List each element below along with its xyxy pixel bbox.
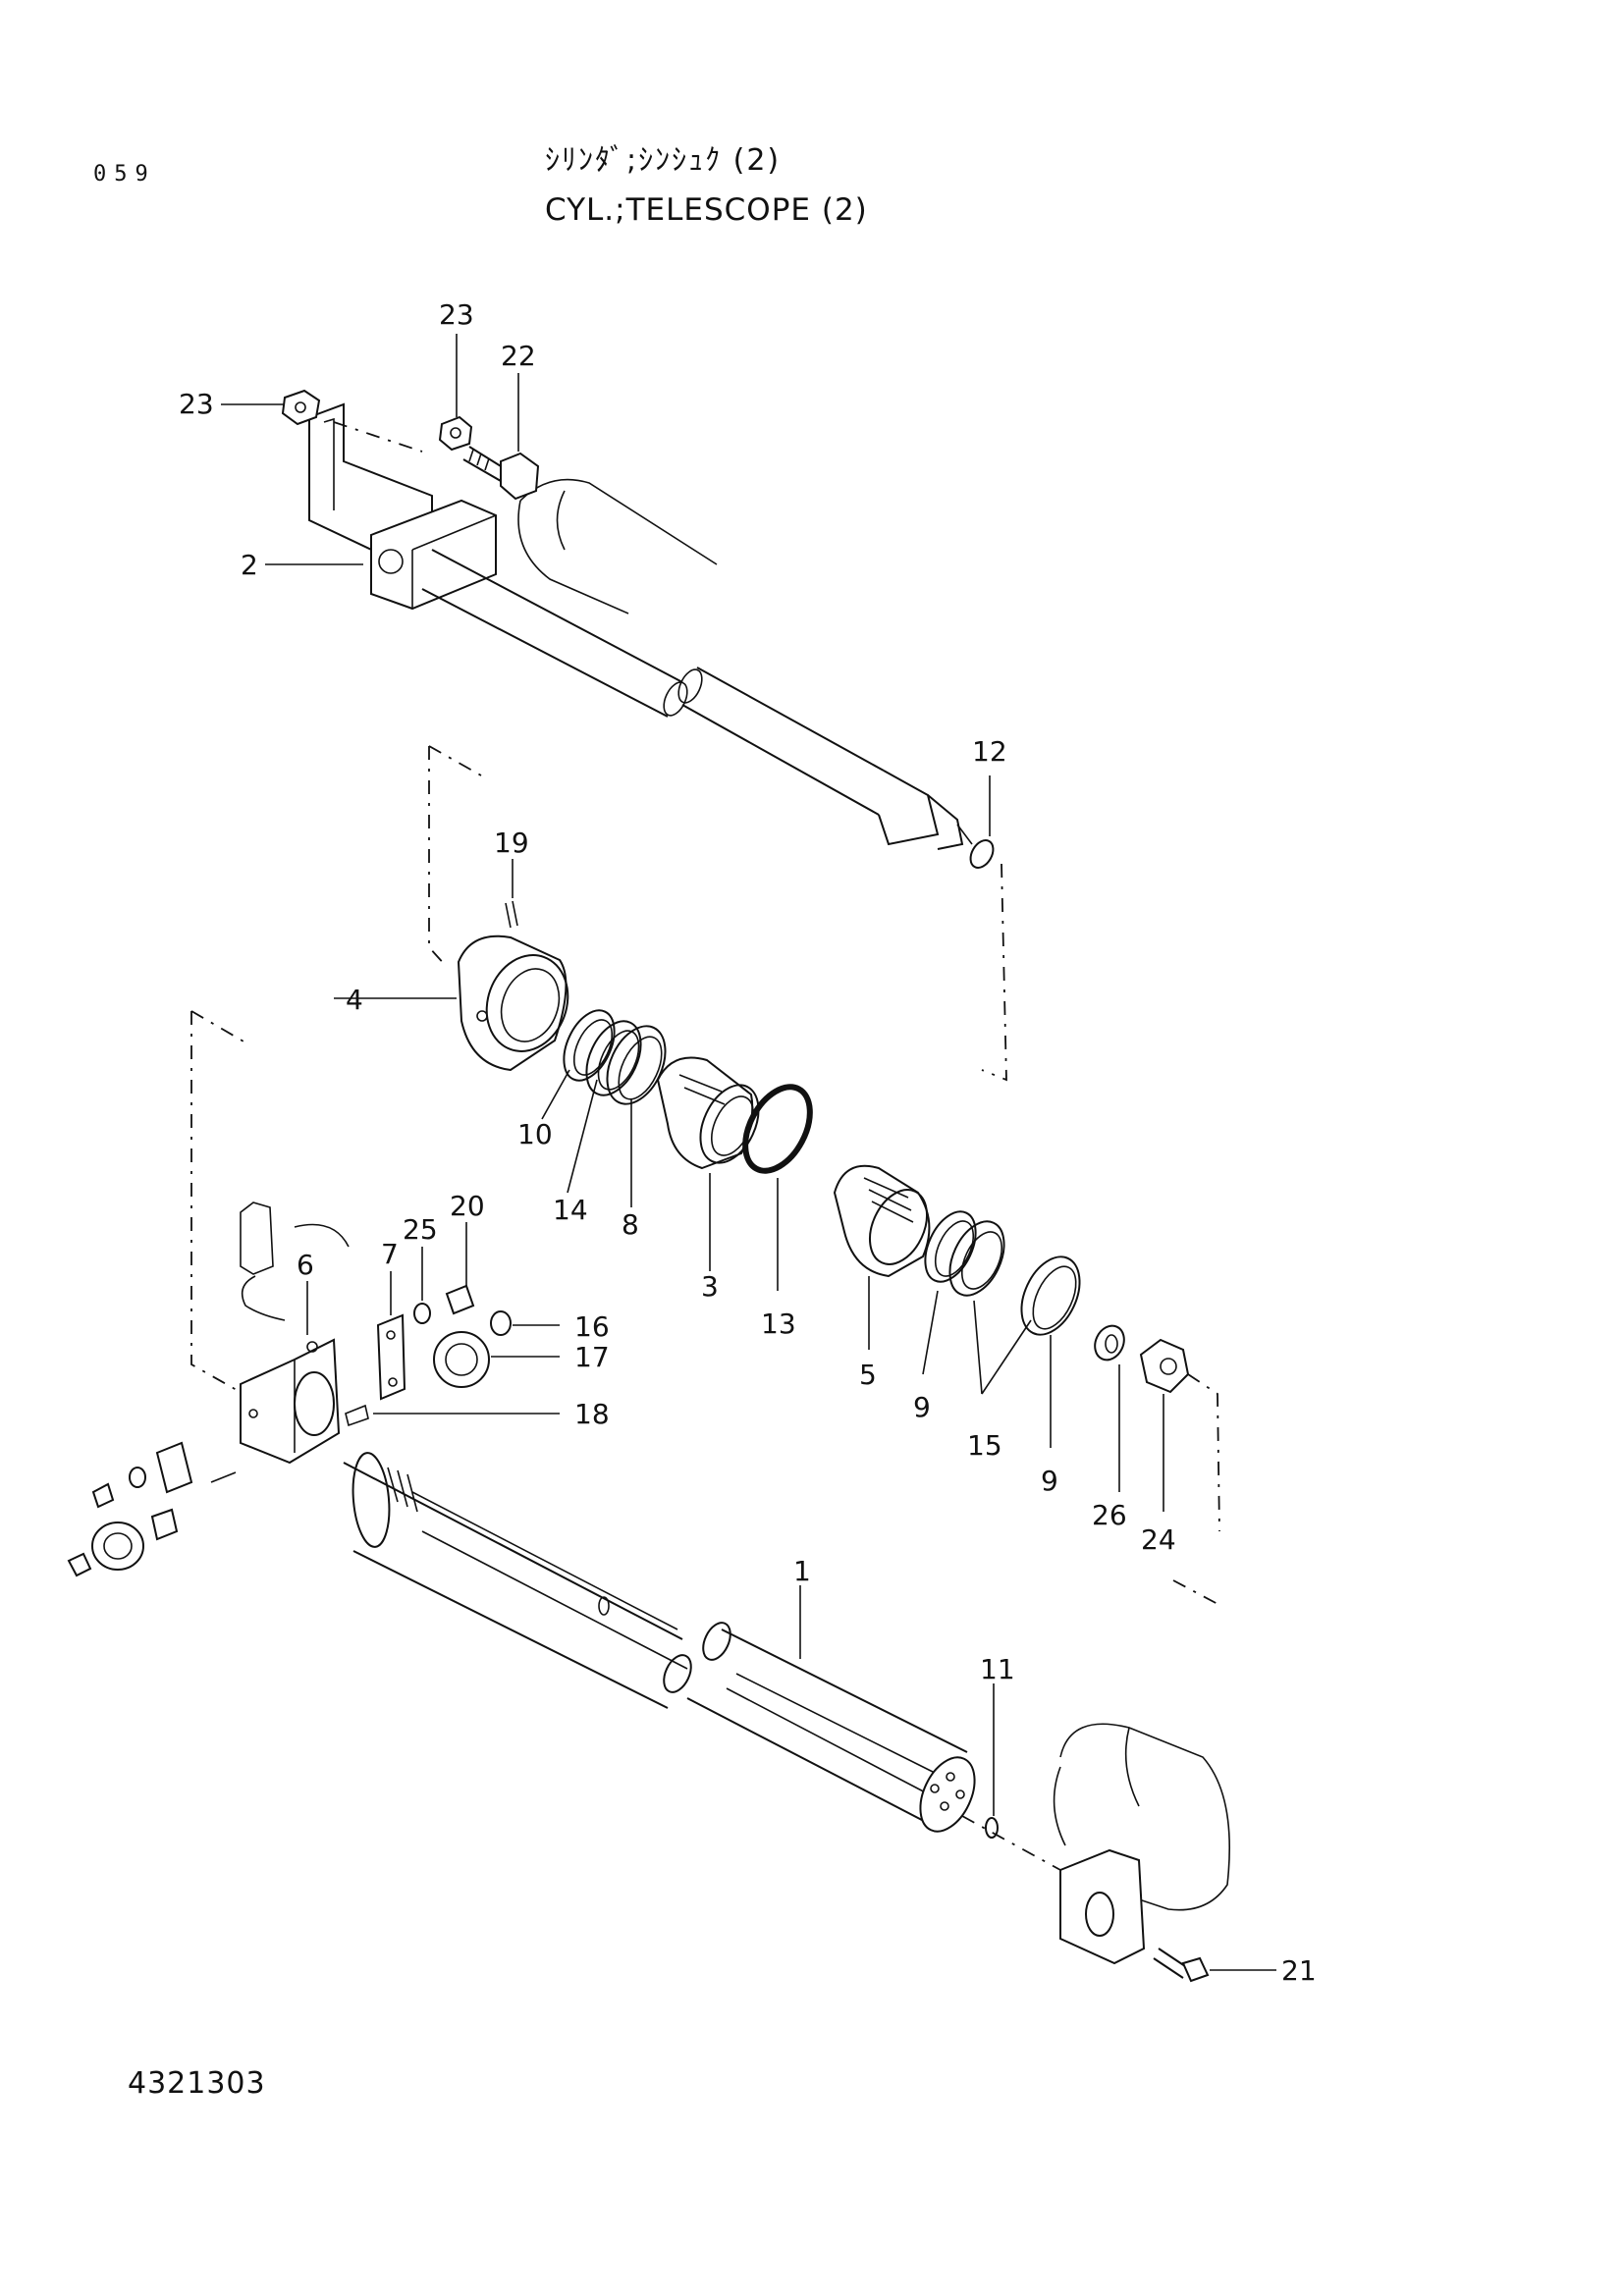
callout-12: 12 (972, 735, 1007, 768)
callout-13: 13 (761, 1308, 796, 1340)
bolt-22 (462, 446, 540, 501)
callout-21: 21 (1281, 1954, 1317, 1987)
nut-23-left (281, 389, 321, 426)
document-code: 4321303 (128, 2066, 266, 2101)
seal-group (334, 745, 1220, 1606)
title-english: CYL.;TELESCOPE (2) (545, 192, 868, 228)
callout-9-left: 9 (913, 1391, 931, 1423)
callout-7: 7 (381, 1238, 399, 1270)
tube-assembly (67, 1010, 1276, 1983)
callout-2: 2 (241, 549, 258, 581)
callout-14: 14 (553, 1194, 588, 1226)
nut-23-right (438, 415, 473, 452)
callout-24: 24 (1141, 1523, 1176, 1556)
callout-23-left: 23 (179, 388, 214, 420)
callout-23-top: 23 (439, 298, 474, 331)
callout-1: 1 (793, 1555, 811, 1587)
callout-16: 16 (574, 1310, 610, 1343)
callout-3: 3 (701, 1270, 719, 1303)
rod-assembly (221, 334, 995, 869)
callout-10: 10 (517, 1118, 553, 1150)
callout-25: 25 (403, 1213, 438, 1246)
callout-22: 22 (501, 340, 536, 372)
callout-9-right: 9 (1041, 1465, 1058, 1497)
callout-15: 15 (967, 1429, 1002, 1462)
callout-18: 18 (574, 1398, 610, 1430)
callout-20: 20 (450, 1190, 485, 1222)
callout-26: 26 (1092, 1499, 1127, 1531)
callout-11: 11 (980, 1653, 1015, 1685)
callout-labels: 23 23 22 2 12 19 4 10 14 8 3 13 5 9 15 9… (179, 298, 1317, 1987)
callout-8: 8 (622, 1208, 639, 1241)
page-number: 059 (93, 162, 156, 187)
callout-17: 17 (574, 1341, 610, 1373)
callout-19: 19 (494, 827, 529, 859)
callout-5: 5 (859, 1359, 877, 1391)
callout-4: 4 (346, 984, 363, 1016)
callout-6: 6 (297, 1249, 314, 1281)
title-japanese: ｼﾘﾝﾀﾞ;ｼﾝｼｭｸ (2) (545, 143, 782, 178)
